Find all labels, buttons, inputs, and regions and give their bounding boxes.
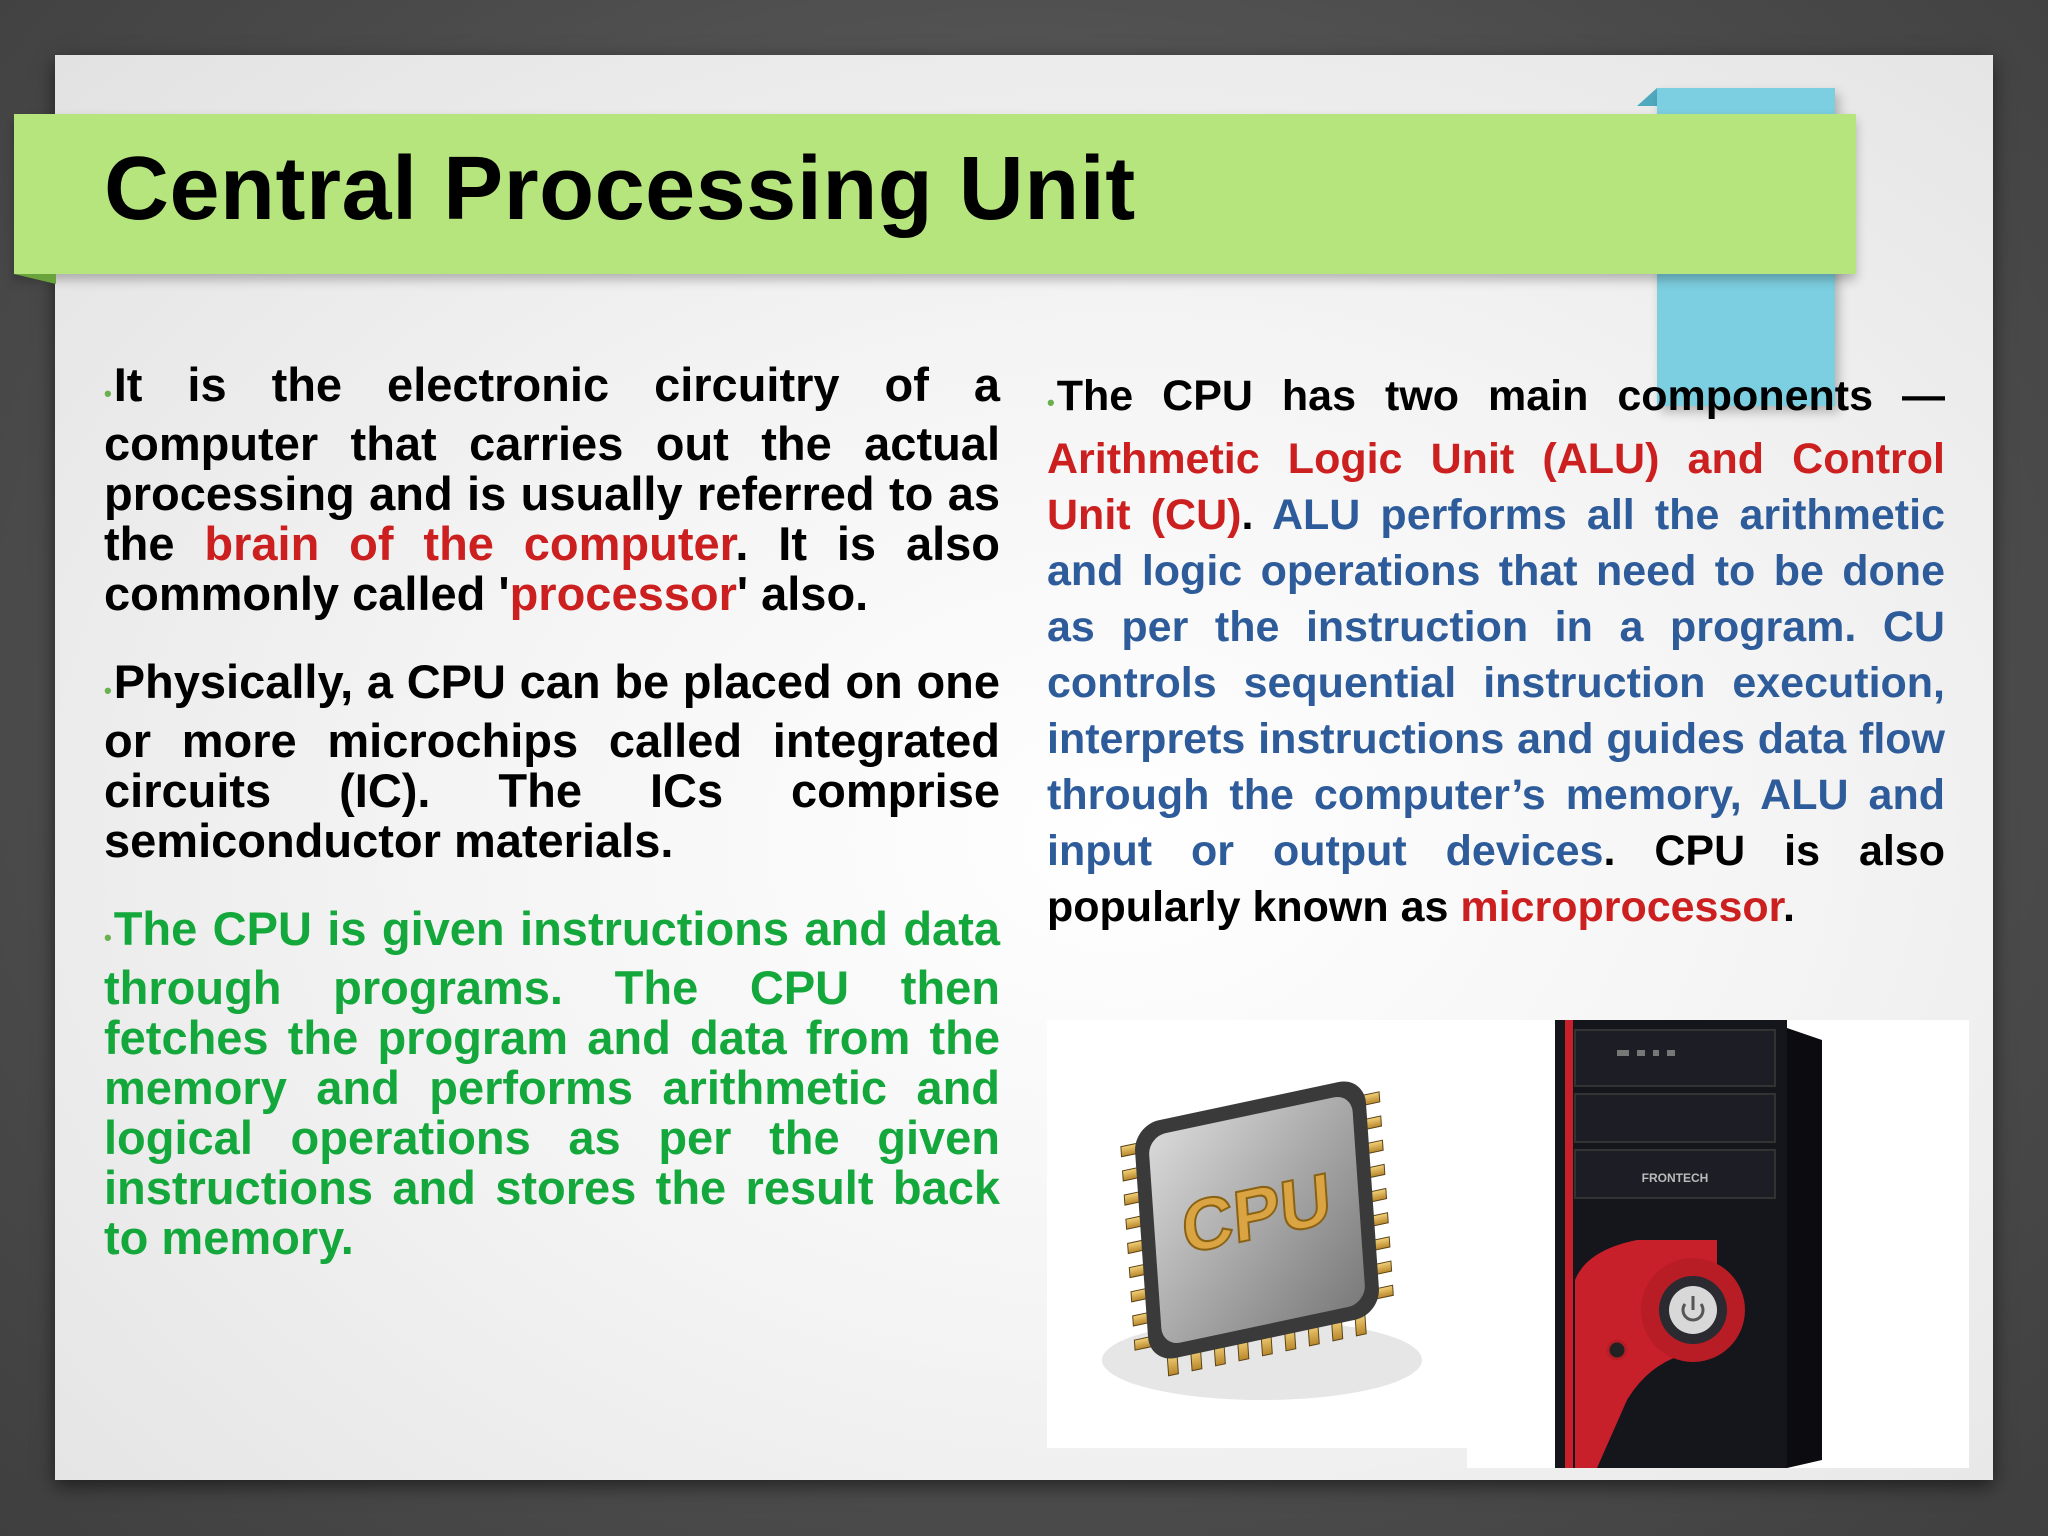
bullet-icon: • <box>104 381 112 406</box>
text-run: . CPU is also popularly known as <box>1047 827 1945 931</box>
computer-tower-icon: FRONTECH <box>1555 1020 1822 1468</box>
text-run: It is the electronic circuitry of a comp… <box>104 358 1000 570</box>
cpu-chip-icon: CPU <box>1102 1081 1422 1400</box>
bullet-icon: • <box>104 925 112 950</box>
text-run: . It is also commonly called ' <box>104 517 1000 620</box>
title-bar <box>14 114 1856 274</box>
computer-case-image: FRONTECH <box>1467 1020 1969 1468</box>
left-paragraph-3: •The CPU is given instructions and data … <box>104 904 1000 1263</box>
highlight-processor: processor <box>509 567 737 620</box>
text-run: ' also. <box>736 567 869 620</box>
highlight-alu-cu: Arithmetic Logic Unit (ALU) and Control … <box>1047 435 1945 539</box>
highlight-microprocessor: microprocessor <box>1460 883 1784 931</box>
alu-cu-description: ALU performs all the arithmetic and logi… <box>1047 491 1945 875</box>
left-column: •It is the electronic circuitry of a com… <box>104 360 1000 1301</box>
title-bar-fold <box>14 274 56 284</box>
text-run: . <box>1783 883 1795 931</box>
accent-tab-fold <box>1637 88 1657 106</box>
text-run: Physically, a CPU can be placed on one o… <box>104 655 1000 867</box>
right-column: •The CPU has two main components — Arith… <box>1047 368 1945 973</box>
cpu-chip-image: CPU <box>1047 1020 1467 1448</box>
text-run: The CPU has two main components — <box>1056 372 1945 420</box>
text-run: . <box>1241 491 1272 539</box>
bullet-icon: • <box>104 678 112 703</box>
left-paragraph-1: •It is the electronic circuitry of a com… <box>104 360 1000 619</box>
right-paragraph-1: •The CPU has two main components — Arith… <box>1047 368 1945 935</box>
text-run: The CPU is given instructions and data t… <box>104 902 1000 1264</box>
bullet-icon: • <box>1047 390 1055 415</box>
case-brand-label: FRONTECH <box>1642 1171 1709 1185</box>
highlight-brain-of-computer: brain of the computer <box>204 517 736 570</box>
left-paragraph-2: •Physically, a CPU can be placed on one … <box>104 657 1000 866</box>
slide-title: Central Processing Unit <box>104 139 1136 239</box>
